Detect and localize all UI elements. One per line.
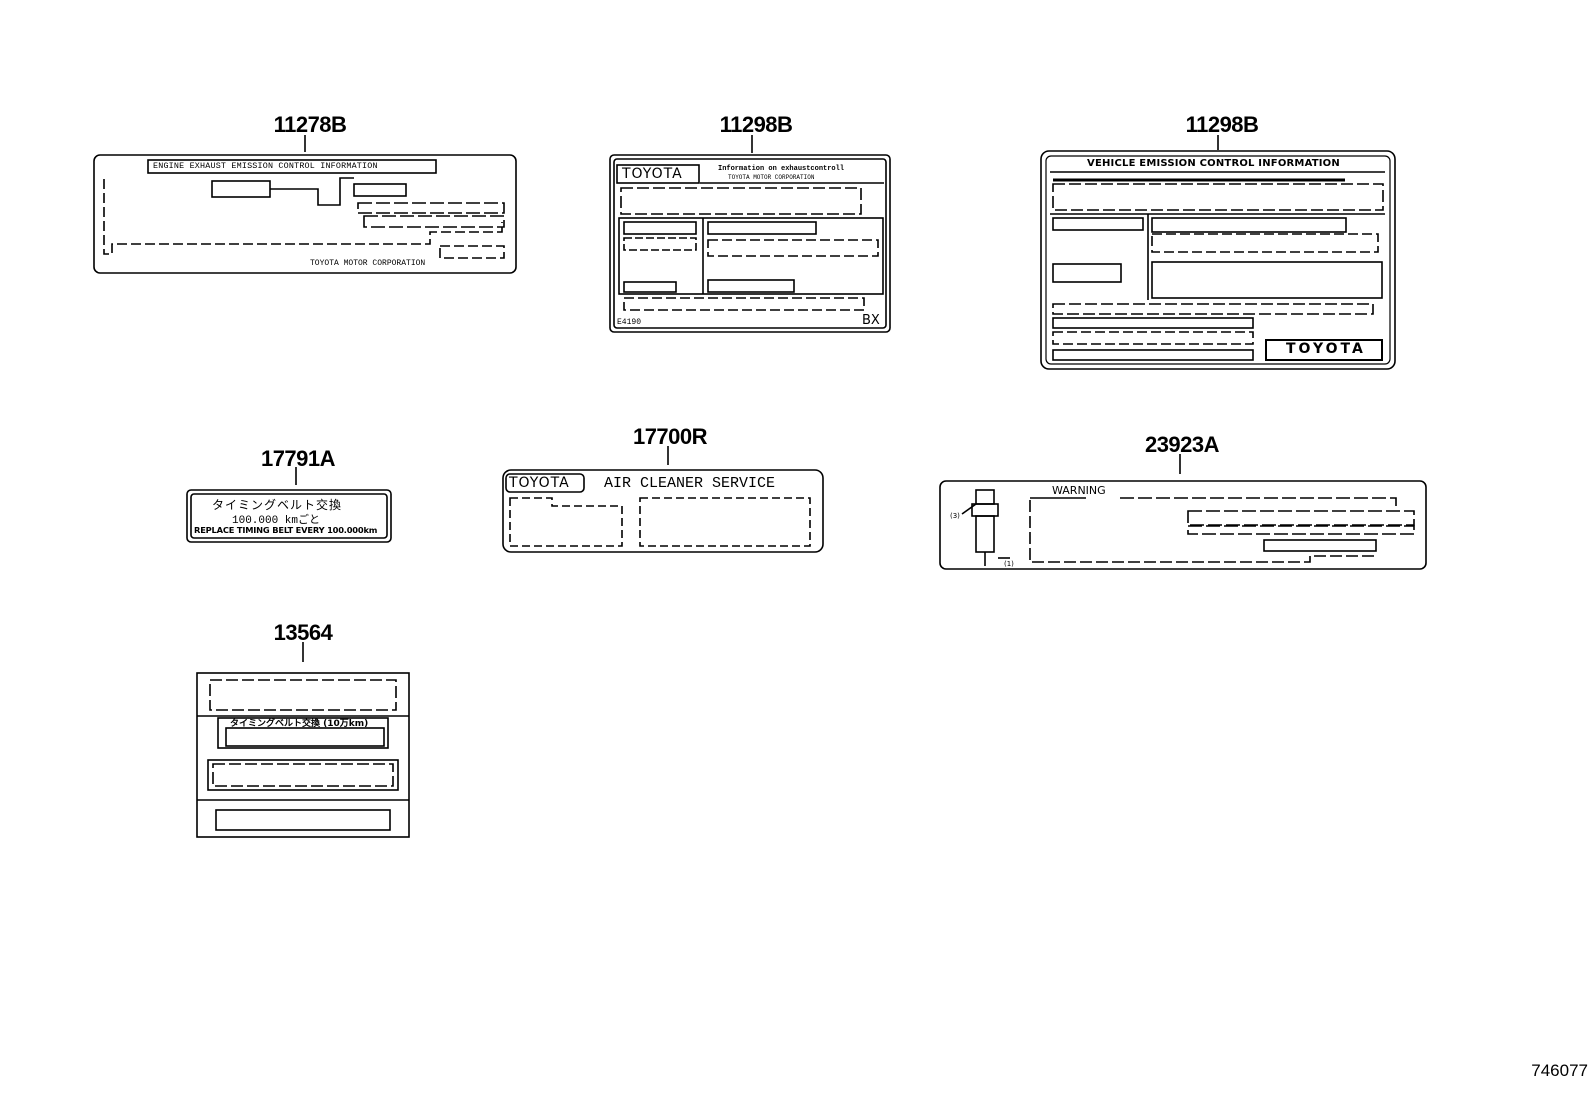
label-11298B-b-brand: TOYOTA xyxy=(1286,341,1366,357)
part-number-11278B: 11278B xyxy=(273,112,347,137)
label-11298B-a-code: E4190 xyxy=(617,318,642,327)
label-11278B-outline xyxy=(93,154,517,274)
part-number-17700R: 17700R xyxy=(632,424,708,449)
label-11298B-b-header: VEHICLE EMISSION CONTROL INFORMATION xyxy=(1087,158,1340,169)
label-11298B-a-header-line1: Information on exhaustcontroll xyxy=(718,165,845,173)
label-11298B-a-outline xyxy=(609,154,891,333)
part-number-13564: 13564 xyxy=(273,620,333,645)
label-11298B-b-outline xyxy=(1040,150,1396,370)
label-11278B-header: ENGINE EXHAUST EMISSION CONTROL INFORMAT… xyxy=(153,161,378,171)
label-11298B-a-mark: BX xyxy=(862,313,880,328)
label-17700R-title: AIR CLEANER SERVICE xyxy=(604,475,776,492)
label-17791A-outline xyxy=(186,489,392,543)
part-number-11298B-b: 11298B xyxy=(1185,112,1259,137)
label-11278B-footer: TOYOTA MOTOR CORPORATION xyxy=(310,259,426,268)
label-17700R-outline xyxy=(502,469,824,553)
label-13564-outline xyxy=(196,672,410,838)
part-number-23923A: 23923A xyxy=(1144,432,1220,457)
svg-text:(3): (3) xyxy=(950,512,960,520)
part-number-11298B-a: 11298B xyxy=(719,112,793,137)
label-17700R-brand: TOYOTA xyxy=(509,475,570,491)
label-23923A-outline: (3) (1) xyxy=(939,480,1427,570)
label-23923A-title: WARNING xyxy=(1052,484,1106,497)
part-number-17791A: 17791A xyxy=(260,446,336,471)
label-13564-line: タイミングベルト交換 (10万km) xyxy=(230,719,369,729)
label-17791A-line2: 100.000 kmごと xyxy=(232,515,321,527)
label-17791A-line1: タイミングベルト交換 xyxy=(212,498,343,512)
svg-text:(1): (1) xyxy=(1004,560,1014,568)
label-11298B-a-header-line2: TOYOTA MOTOR CORPORATION xyxy=(728,174,815,181)
label-11298B-a-brand: TOYOTA xyxy=(622,166,683,182)
label-17791A-line3: REPLACE TIMING BELT EVERY 100.000km xyxy=(194,525,378,535)
figure-id: 746077 xyxy=(1531,1061,1588,1080)
